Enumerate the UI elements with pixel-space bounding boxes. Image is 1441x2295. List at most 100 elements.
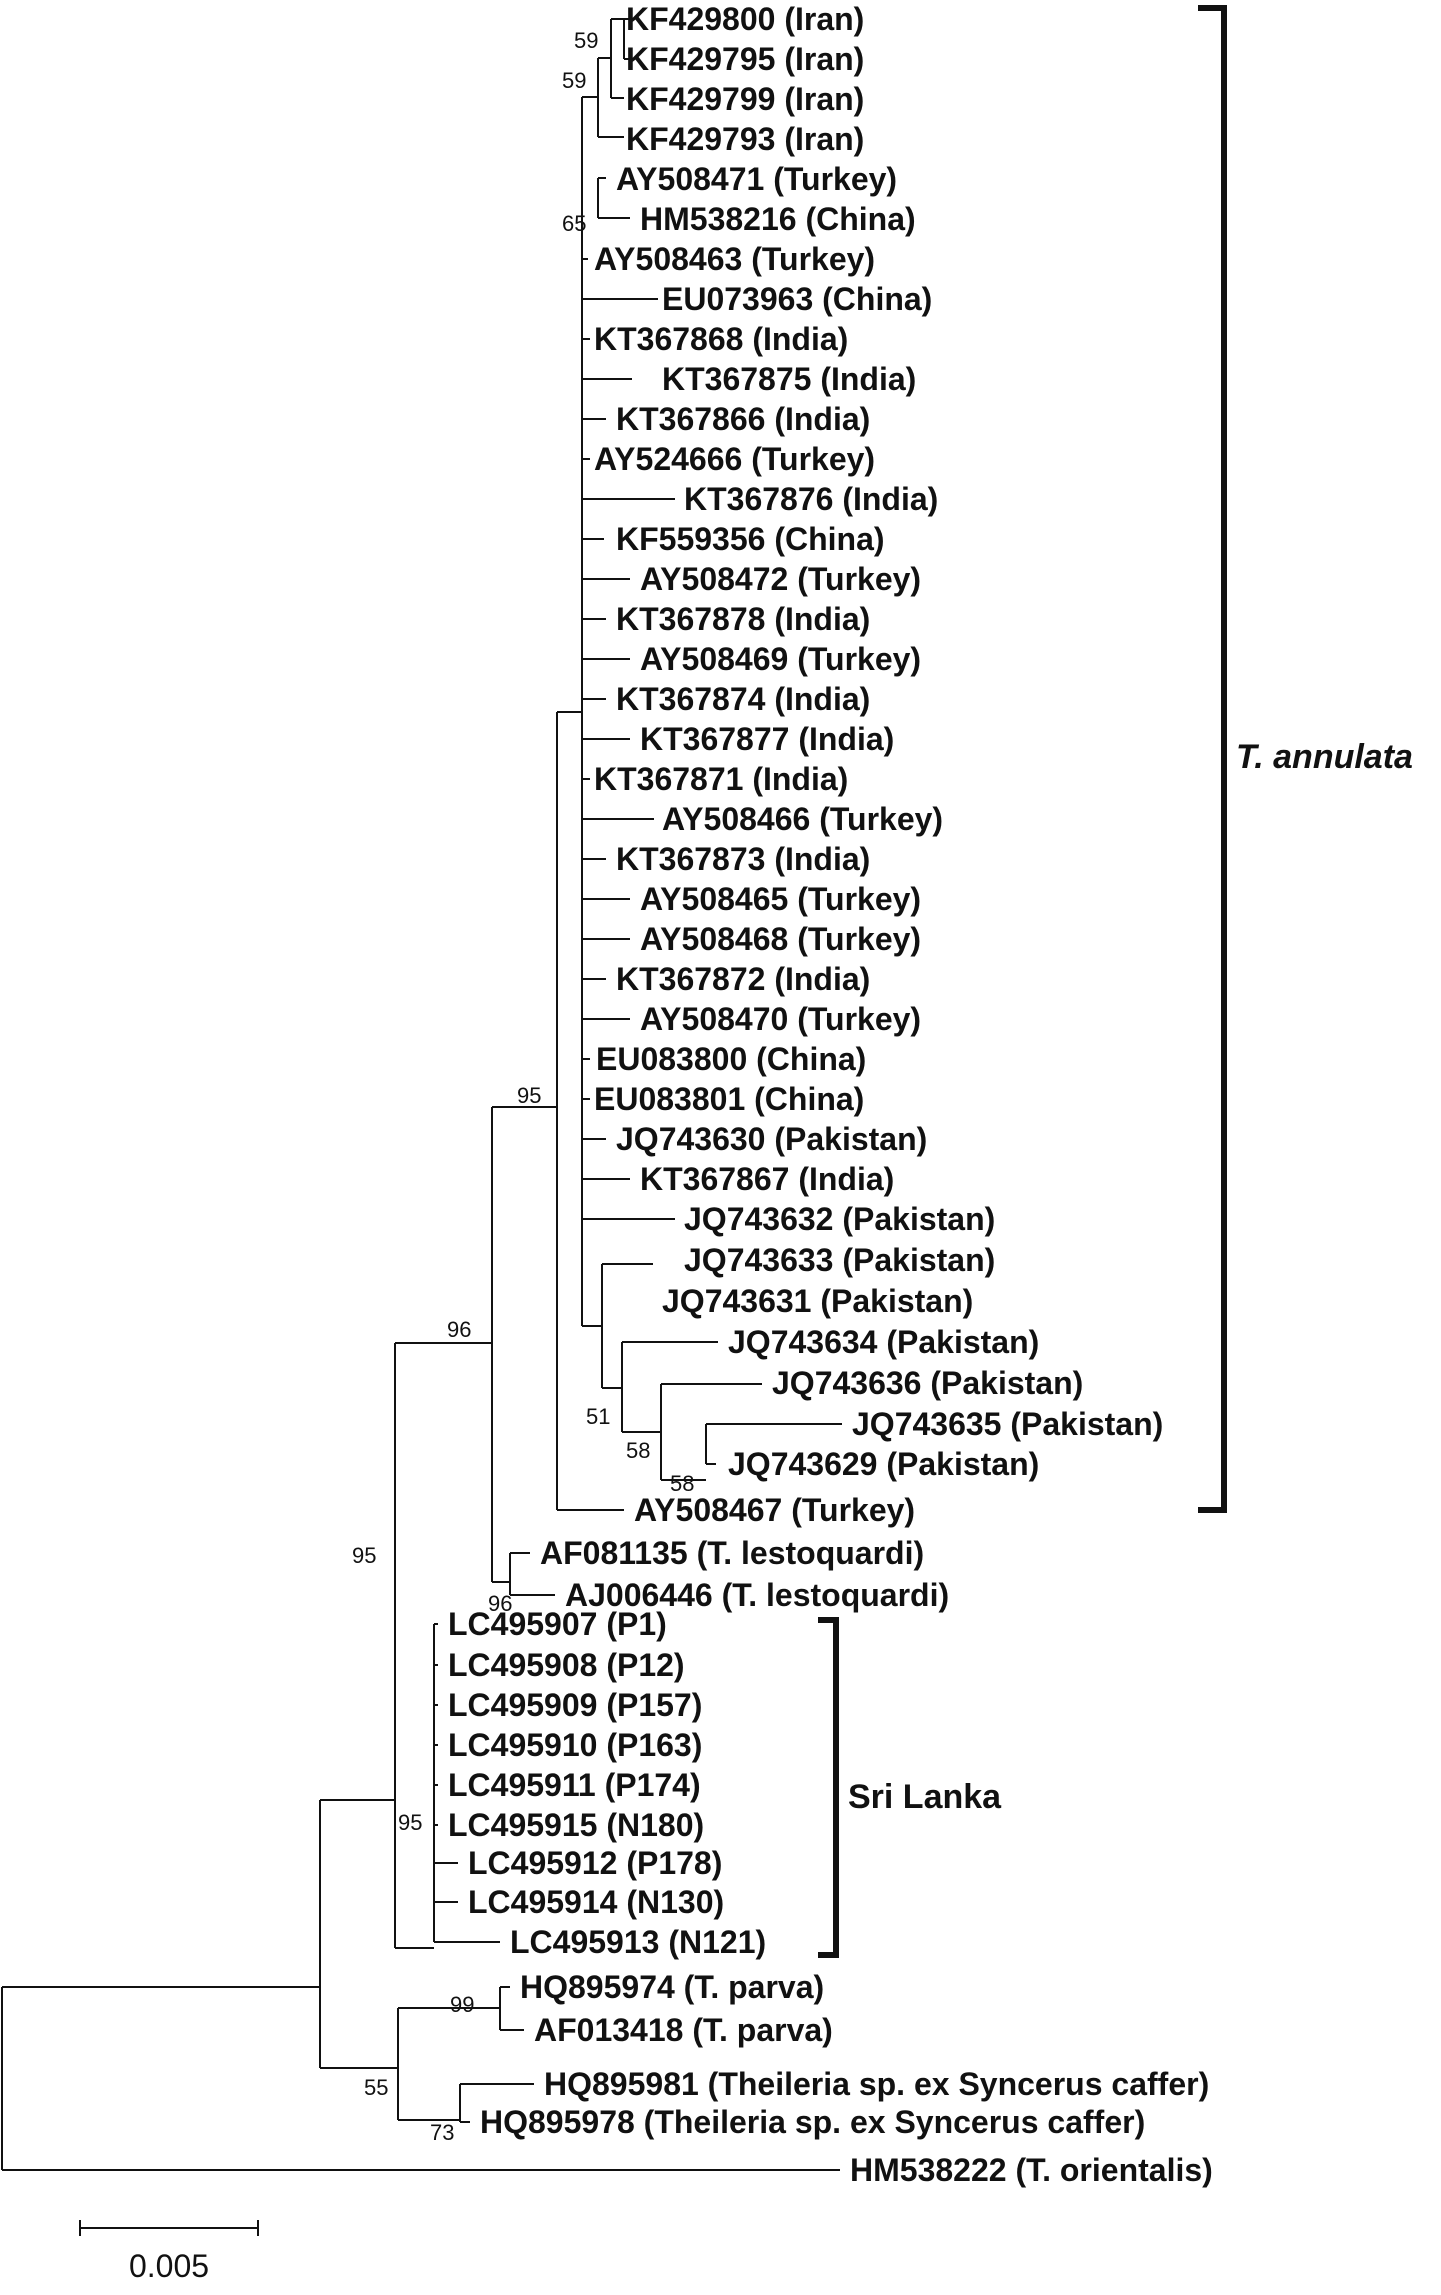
branch (660, 1383, 762, 1481)
taxon-label: HM538222 (T. orientalis) (850, 2152, 1213, 2188)
taxon-label: JQ743636 (Pakistan) (772, 1365, 1083, 1401)
taxon-label: HM538216 (China) (640, 201, 916, 237)
taxon-label: KT367874 (India) (616, 681, 870, 717)
bootstrap-value: 95 (398, 1810, 422, 1835)
taxon-label: EU083801 (China) (594, 1081, 864, 1117)
taxon-label: HQ895981 (Theileria sp. ex Syncerus caff… (544, 2066, 1209, 2102)
taxon-label: KT367875 (India) (662, 361, 916, 397)
taxon-label: KT367877 (India) (640, 721, 894, 757)
taxon-label: AY508469 (Turkey) (640, 641, 921, 677)
taxon-label: LC495909 (P157) (448, 1687, 702, 1723)
taxon-label: LC495914 (N130) (468, 1884, 724, 1920)
taxon-label: LC495912 (P178) (468, 1845, 722, 1881)
scale-bar-label: 0.005 (129, 2248, 209, 2284)
taxon-label: JQ743633 (Pakistan) (684, 1242, 995, 1278)
bootstrap-value: 73 (430, 2120, 454, 2145)
scale-bar-line (79, 2220, 259, 2236)
taxon-label: AY508471 (Turkey) (616, 161, 897, 197)
taxon-label: LC495913 (N121) (510, 1924, 766, 1960)
bootstrap-value: 59 (574, 28, 598, 53)
taxon-label: JQ743634 (Pakistan) (728, 1324, 1039, 1360)
bootstrap-value: 95 (352, 1543, 376, 1568)
taxon-label: KT367867 (India) (640, 1161, 894, 1197)
taxon-label: KT367868 (India) (594, 321, 848, 357)
branch (582, 258, 675, 1220)
taxon-label: LC495910 (P163) (448, 1727, 702, 1763)
taxon-label: KT367873 (India) (616, 841, 870, 877)
branch (610, 18, 624, 99)
bootstrap-value: 96 (488, 1591, 512, 1616)
branch (499, 1986, 524, 2031)
taxon-label: KF429800 (Iran) (626, 1, 864, 37)
taxon-label: JQ743635 (Pakistan) (852, 1406, 1163, 1442)
taxon-label: KF429799 (Iran) (626, 81, 864, 117)
branch (597, 57, 624, 138)
bootstrap-value: 51 (586, 1404, 610, 1429)
bootstrap-value: 58 (626, 1438, 650, 1463)
bracket-line (818, 1617, 839, 1958)
branch (394, 1342, 492, 1949)
taxon-label: KT367876 (India) (684, 481, 938, 517)
taxon-label: EU083800 (China) (596, 1041, 866, 1077)
taxon-label: AY508467 (Turkey) (634, 1492, 915, 1528)
branch (397, 2007, 500, 2121)
taxon-label: KT367878 (India) (616, 601, 870, 637)
taxon-label: HQ895978 (Theileria sp. ex Syncerus caff… (480, 2104, 1145, 2140)
taxon-label: LC495911 (P174) (448, 1767, 701, 1803)
taxon-label: AY508468 (Turkey) (640, 921, 921, 957)
bootstrap-value: 96 (447, 1317, 471, 1342)
taxon-label: AY508465 (Turkey) (640, 881, 921, 917)
taxon-label: LC495907 (P1) (448, 1606, 667, 1642)
branch (556, 711, 624, 1511)
taxon-label: AY508470 (Turkey) (640, 1001, 921, 1037)
taxon-label: EU073963 (China) (662, 281, 932, 317)
taxon-label: KF559356 (China) (616, 521, 885, 557)
taxon-label: HQ895974 (T. parva) (520, 1969, 824, 2005)
branch (1, 1986, 840, 2171)
bootstrap-value: 58 (670, 1471, 694, 1496)
branch (319, 1799, 398, 2069)
taxon-label: KT367871 (India) (594, 761, 848, 797)
taxon-labels: KF429800 (Iran) KF429795 (Iran) KF429799… (448, 1, 1213, 2188)
taxon-label: JQ743631 (Pakistan) (662, 1283, 973, 1319)
taxon-label: JQ743632 (Pakistan) (684, 1201, 995, 1237)
taxon-label: AY524666 (Turkey) (594, 441, 875, 477)
bootstrap-value: 99 (450, 1992, 474, 2017)
branch (623, 18, 630, 60)
branch (509, 1552, 555, 1596)
branch (491, 1106, 557, 1583)
tree-branches (1, 18, 842, 2171)
taxon-label: AF081135 (T. lestoquardi) (540, 1535, 924, 1571)
bootstrap-value: 55 (364, 2075, 388, 2100)
taxon-label: KT367866 (India) (616, 401, 870, 437)
bootstrap-value: 65 (562, 211, 586, 236)
branch (433, 1624, 500, 1943)
branch (434, 1623, 458, 1903)
branch (597, 177, 630, 219)
clade-label-sri-lanka: Sri Lanka (848, 1778, 1002, 1816)
clade-label-t-annulata: T. annulata (1236, 738, 1413, 776)
scale-bar: 0.005 (79, 2220, 259, 2284)
taxon-label: LC495915 (N180) (448, 1807, 704, 1843)
bootstrap-value: 59 (562, 68, 586, 93)
taxon-label: JQ743630 (Pakistan) (616, 1121, 927, 1157)
branch (459, 2083, 534, 2123)
taxon-label: LC495908 (P12) (448, 1647, 685, 1683)
branch (621, 1341, 718, 1433)
taxon-label: JQ743629 (Pakistan) (728, 1446, 1039, 1482)
taxon-label: AY508472 (Turkey) (640, 561, 921, 597)
bootstrap-value: 95 (517, 1083, 541, 1108)
taxon-label: AY508466 (Turkey) (662, 801, 943, 837)
branch (601, 1263, 653, 1389)
branch (581, 96, 602, 1327)
clade-bracket-sri-lanka: Sri Lanka (818, 1617, 1002, 1958)
taxon-label: KF429793 (Iran) (626, 121, 864, 157)
taxon-label: KT367872 (India) (616, 961, 870, 997)
taxon-label: AF013418 (T. parva) (534, 2012, 833, 2048)
taxon-label: AJ006446 (T. lestoquardi) (565, 1577, 949, 1613)
bootstrap-values: 59 59 65 95 96 51 58 58 96 95 95 99 55 7… (352, 28, 694, 2145)
taxon-label: KF429795 (Iran) (626, 41, 864, 77)
clade-bracket-t-annulata: T. annulata (1198, 5, 1413, 1513)
taxon-label: AY508463 (Turkey) (594, 241, 875, 277)
